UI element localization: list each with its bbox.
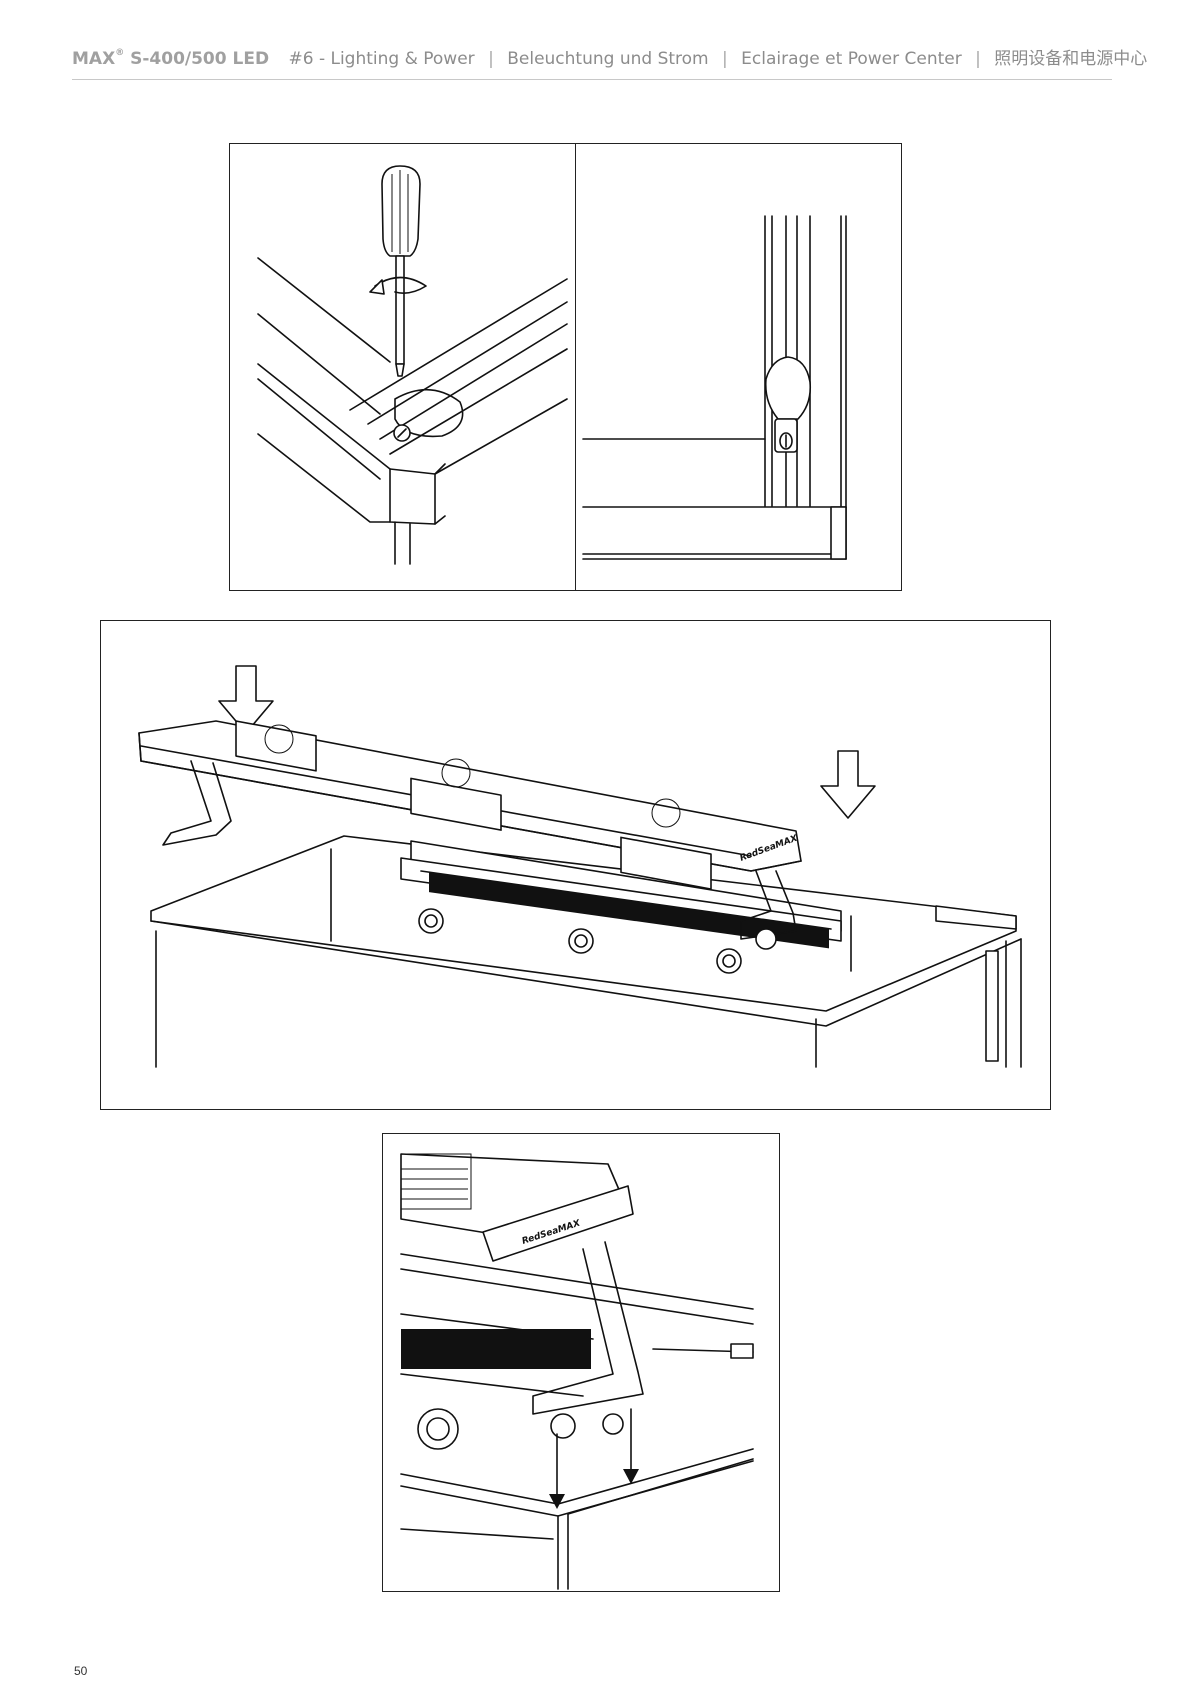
- separator: |: [722, 49, 728, 69]
- brand-title: MAX® S-400/500 LED: [72, 49, 269, 69]
- separator: |: [488, 49, 494, 69]
- section-title-de: Beleuchtung und Strom: [507, 49, 708, 69]
- header-rule: [72, 79, 1112, 80]
- lamp-on-tank-drawing: RedSeaMAX: [101, 621, 1052, 1111]
- section-title-en: #6 - Lighting & Power: [288, 49, 474, 69]
- page-number: 50: [74, 1664, 87, 1678]
- down-arrow-icon: [821, 751, 875, 818]
- section-title-fr: Eclairage et Power Center: [741, 49, 962, 69]
- keyhole-side-view-drawing: [576, 144, 903, 592]
- screwdriver-corner-drawing: [230, 144, 577, 592]
- separator: |: [975, 49, 981, 69]
- figure-lamp-on-tank: RedSeaMAX: [100, 620, 1051, 1110]
- section-title-zh: 照明设备和电源中心: [994, 49, 1147, 69]
- down-arrow-icon: [549, 1494, 565, 1509]
- figure-keyhole-side-view: [575, 143, 902, 591]
- figure-screwdriver-corner: [229, 143, 576, 591]
- figure-leg-closeup: RedSeaMAX: [382, 1133, 780, 1592]
- leg-closeup-drawing: RedSeaMAX: [383, 1134, 781, 1593]
- page-header: MAX® S-400/500 LED #6 - Lighting & Power…: [72, 44, 1112, 72]
